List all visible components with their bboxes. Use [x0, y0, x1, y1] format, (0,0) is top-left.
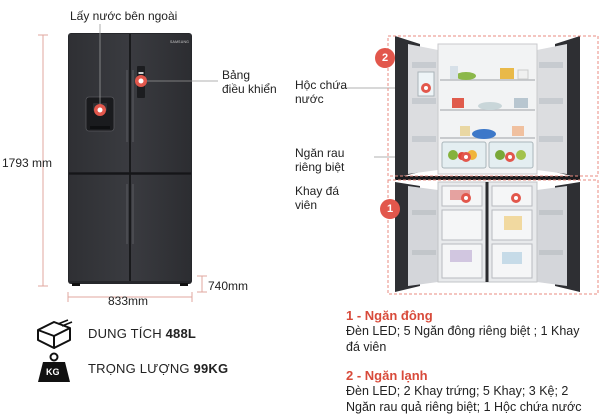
weight-label: TRỌNG LƯỢNG	[88, 361, 190, 376]
depth-dimension-label: 740mm	[208, 279, 249, 293]
weight-value: 99KG	[193, 361, 229, 376]
water-dispenser-label: Lấy nước bên ngoài	[70, 9, 178, 23]
ice-tray-label-line1: Khay đá	[295, 184, 340, 198]
crisper-label: Ngăn rau riêng biệt	[295, 146, 344, 174]
crisper-label-line1: Ngăn rau	[295, 146, 345, 160]
control-panel-label-line1: Bảng	[222, 68, 251, 82]
control-panel-label: Bảng điều khiển	[222, 68, 277, 96]
width-dimension-label: 833mm	[108, 294, 149, 308]
weight-spec: TRỌNG LƯỢNG 99KG	[88, 361, 228, 376]
fridge-title: 2 - Ngăn lạnh	[346, 368, 428, 383]
width-dimension-line	[67, 292, 193, 302]
height-dimension-line	[38, 34, 48, 287]
capacity-icon	[37, 319, 73, 349]
capacity-value: 488L	[165, 326, 197, 341]
height-dimension-label: 1793 mm	[2, 156, 53, 170]
weight-icon	[38, 352, 70, 382]
control-panel-label-line2: điều khiển	[222, 82, 277, 96]
ice-tray-label: Khay đá viên	[295, 184, 339, 212]
crisper-label-line2: riêng biệt	[295, 160, 345, 174]
fridge-desc-line1: Đèn LED; 2 Khay trứng; 5 Khay; 3 Kệ; 2	[346, 384, 569, 398]
depth-dimension-line	[197, 275, 207, 293]
ice-bin-label-line1: Hộc chứa	[295, 78, 348, 92]
fridge-closed-illustration	[38, 24, 218, 302]
fridge-section-box	[387, 35, 599, 177]
fridge-desc-line2: Ngăn rau quả riêng biệt; 1 Hộc chứa nước	[346, 400, 582, 414]
ice-bin-label-line2: nước	[295, 92, 324, 106]
freezer-section-badge: 1	[380, 199, 400, 219]
freezer-desc-line1: Đèn LED; 5 Ngăn đông riêng biệt ; 1 Khay	[346, 324, 580, 338]
ice-bin-label: Hộc chứa nước	[295, 78, 347, 106]
ice-tray-label-line2: viên	[295, 198, 318, 212]
fridge-open-illustration	[342, 35, 599, 295]
capacity-spec: DUNG TÍCH 488L	[88, 326, 196, 341]
freezer-description: 1 - Ngăn đông Đèn LED; 5 Ngăn đông riêng…	[346, 308, 612, 355]
samsung-logo: SAMSUNG	[170, 40, 190, 44]
fridge-description: 2 - Ngăn lạnh Đèn LED; 2 Khay trứng; 5 K…	[346, 368, 612, 415]
freezer-desc-line2: đá viên	[346, 340, 387, 354]
weight-icon-text: KG	[46, 367, 60, 377]
freezer-section-box	[387, 179, 599, 295]
fridge-body	[68, 33, 192, 286]
freezer-title: 1 - Ngăn đông	[346, 308, 433, 323]
fridge-section-badge: 2	[375, 48, 395, 68]
capacity-label: DUNG TÍCH	[88, 326, 162, 341]
